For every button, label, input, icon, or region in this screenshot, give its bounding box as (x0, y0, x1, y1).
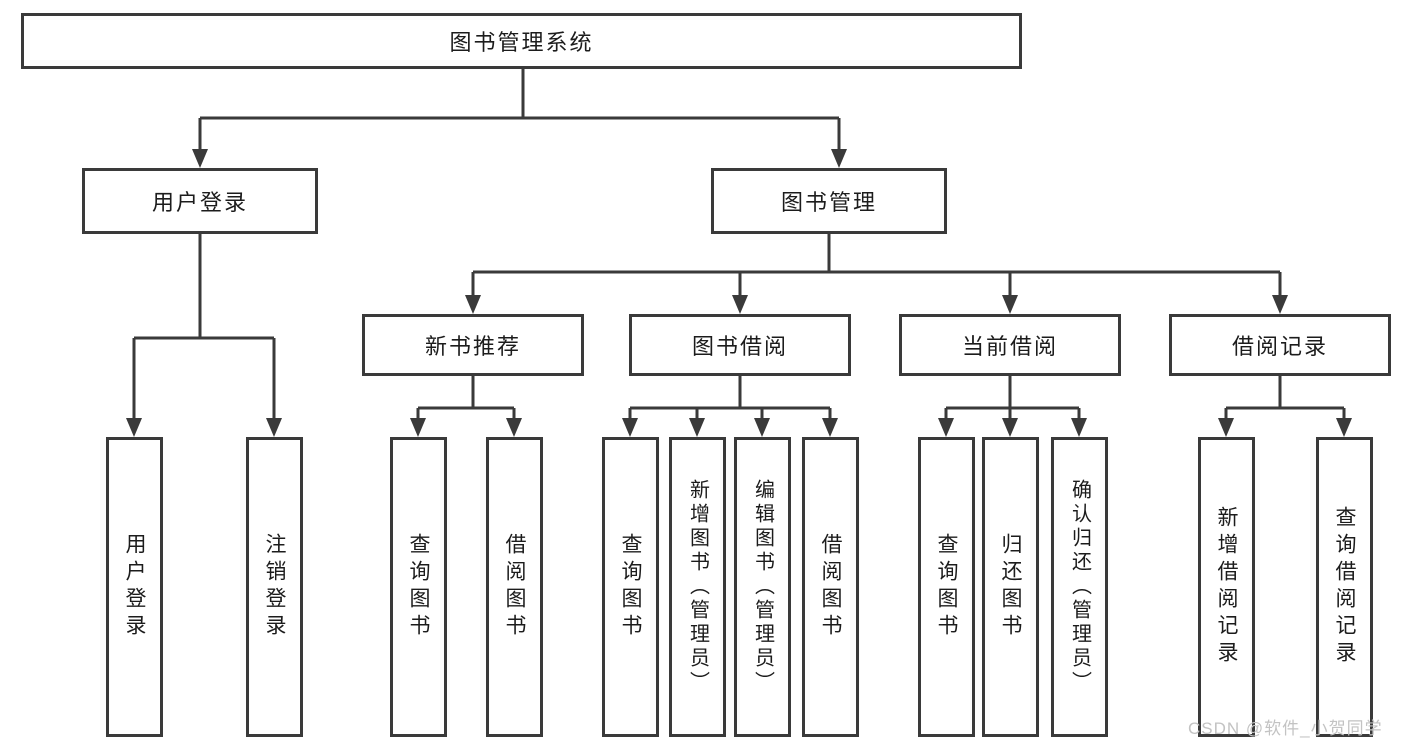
arrowhead-book-mgmt (831, 149, 847, 168)
leaf-bb-borrow-books-label: 借阅图书 (819, 533, 842, 641)
arrowhead-cb-return (1002, 418, 1018, 437)
leaf-bb-edit-books-label: 编辑图书（管理员） (751, 479, 774, 695)
leaf-bb-borrow-books: 借阅图书 (802, 437, 859, 737)
leaf-logout: 注销登录 (246, 437, 303, 737)
leaf-user-login: 用户登录 (106, 437, 163, 737)
arrowhead-br-query (1336, 418, 1352, 437)
node-book-borrow-label: 图书借阅 (691, 334, 788, 359)
leaf-nb-query-books-label: 查询图书 (407, 533, 430, 641)
arrowhead-bb-add (689, 418, 705, 437)
arrowhead-nb-query (410, 418, 426, 437)
arrowhead-new-books (465, 295, 481, 314)
leaf-bb-edit-books: 编辑图书（管理员） (734, 437, 791, 737)
node-current-borrow: 当前借阅 (899, 314, 1121, 376)
csdn-watermark: CSDN @软件_小贺同学 (1188, 719, 1383, 738)
leaf-bb-query-books: 查询图书 (602, 437, 659, 737)
leaf-bb-add-books: 新增图书（管理员） (669, 437, 726, 737)
leaf-nb-query-books: 查询图书 (390, 437, 447, 737)
arrowhead-user-login (192, 149, 208, 168)
leaf-bb-query-books-label: 查询图书 (619, 533, 642, 641)
leaf-nb-borrow-books-label: 借阅图书 (503, 533, 526, 641)
arrowhead-current-borrow (1002, 295, 1018, 314)
node-root-label: 图书管理系统 (449, 30, 594, 55)
leaf-nb-borrow-books: 借阅图书 (486, 437, 543, 737)
node-user-login: 用户登录 (82, 168, 318, 234)
node-borrow-records: 借阅记录 (1169, 314, 1391, 376)
arrowhead-logout (266, 418, 282, 437)
leaf-cb-return-books: 归还图书 (982, 437, 1039, 737)
arrowhead-login (126, 418, 142, 437)
leaf-cb-confirm-return: 确认归还（管理员） (1051, 437, 1108, 737)
arrowhead-borrow-records (1272, 295, 1288, 314)
node-user-login-label: 用户登录 (151, 190, 248, 215)
leaf-cb-confirm-return-label: 确认归还（管理员） (1068, 479, 1091, 695)
leaf-user-login-label: 用户登录 (123, 533, 146, 641)
arrowhead-bb-query (622, 418, 638, 437)
node-book-borrow: 图书借阅 (629, 314, 851, 376)
node-book-mgmt-label: 图书管理 (780, 190, 877, 215)
leaf-logout-label: 注销登录 (263, 533, 286, 641)
leaf-cb-query-books: 查询图书 (918, 437, 975, 737)
leaf-cb-return-books-label: 归还图书 (999, 533, 1022, 641)
leaf-cb-query-books-label: 查询图书 (935, 533, 958, 641)
node-new-books-label: 新书推荐 (424, 334, 521, 359)
leaf-br-query-record: 查询借阅记录 (1316, 437, 1373, 737)
node-current-borrow-label: 当前借阅 (961, 334, 1058, 359)
arrowhead-book-borrow (732, 295, 748, 314)
node-borrow-records-label: 借阅记录 (1231, 334, 1328, 359)
leaf-br-add-record: 新增借阅记录 (1198, 437, 1255, 737)
leaf-br-query-record-label: 查询借阅记录 (1333, 506, 1356, 668)
arrowhead-cb-query (938, 418, 954, 437)
arrowhead-br-add (1218, 418, 1234, 437)
node-book-mgmt: 图书管理 (711, 168, 947, 234)
node-new-books: 新书推荐 (362, 314, 584, 376)
arrowhead-cb-confirm (1071, 418, 1087, 437)
node-root: 图书管理系统 (21, 13, 1022, 69)
arrowhead-nb-borrow (506, 418, 522, 437)
leaf-br-add-record-label: 新增借阅记录 (1215, 506, 1238, 668)
arrowhead-bb-edit (754, 418, 770, 437)
leaf-bb-add-books-label: 新增图书（管理员） (686, 479, 709, 695)
arrowhead-bb-borrow (822, 418, 838, 437)
